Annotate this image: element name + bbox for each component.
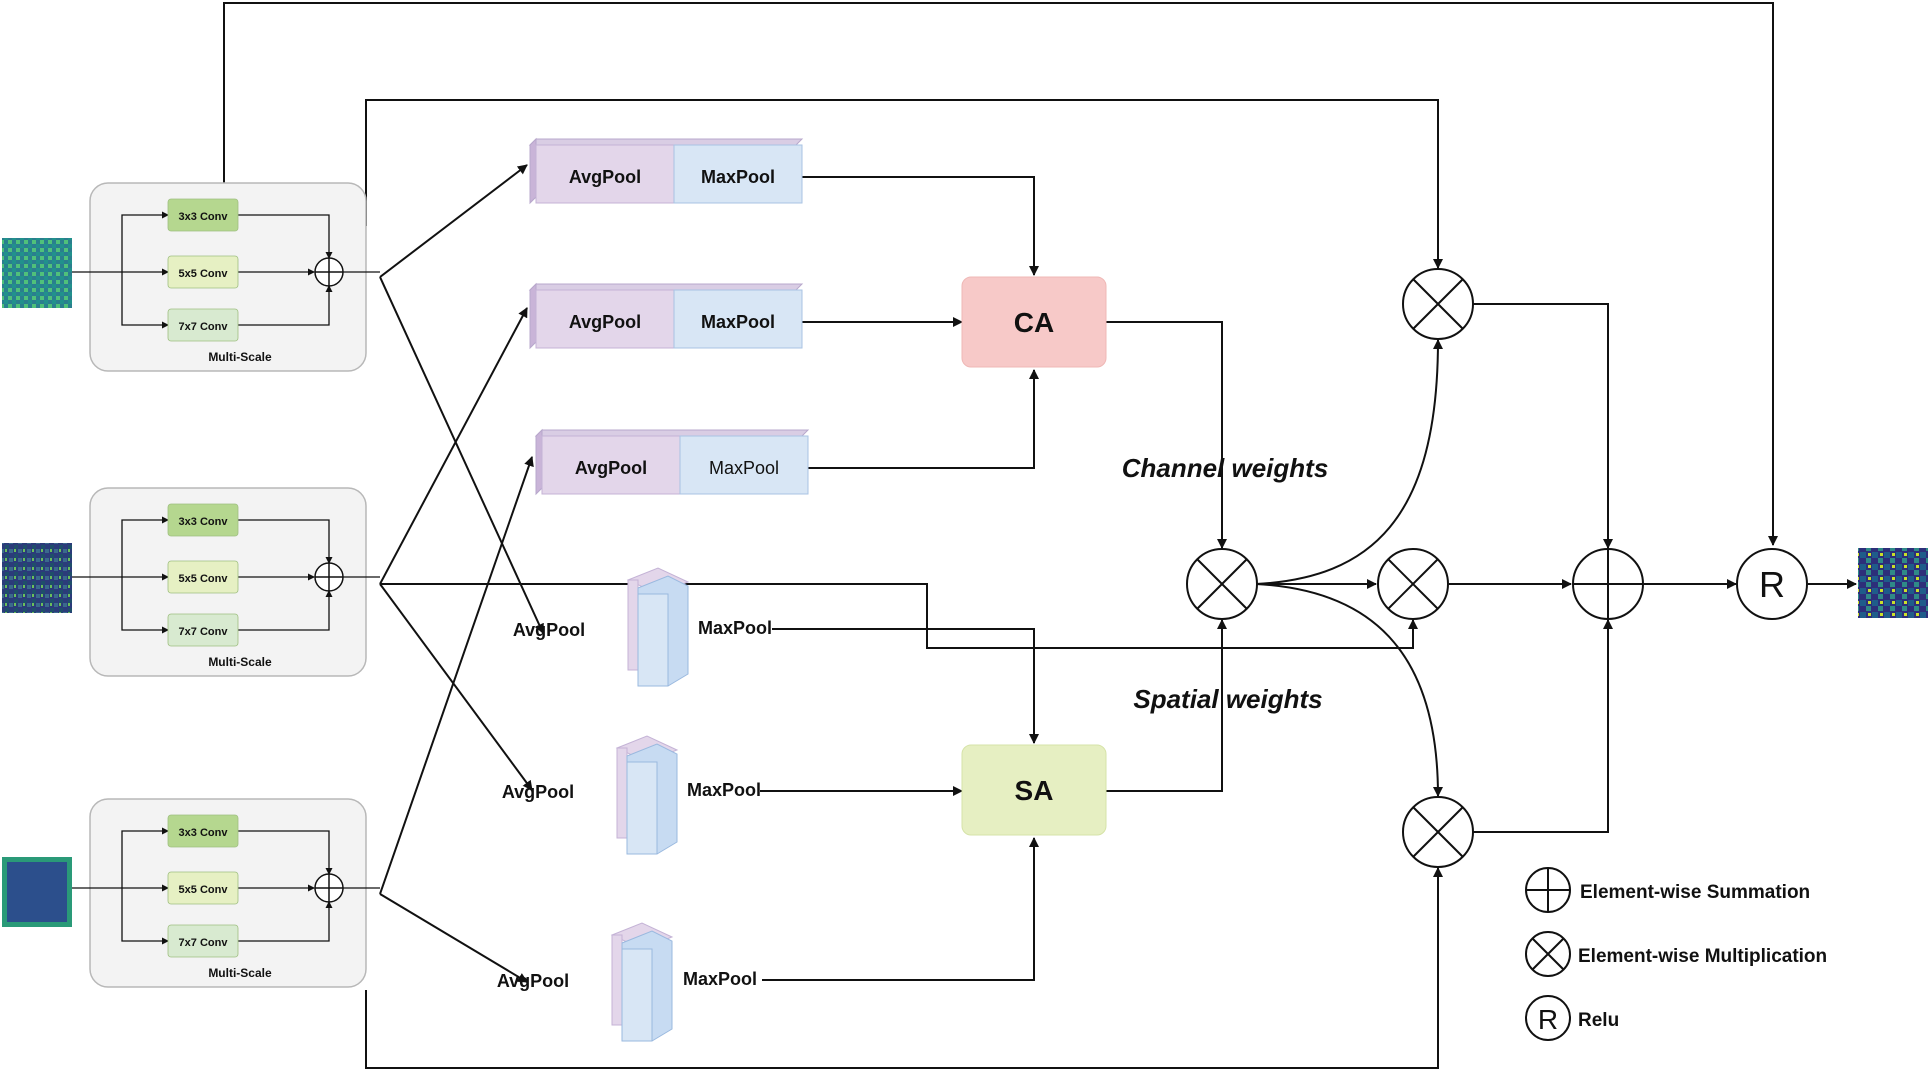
conv-label: 5x5 Conv bbox=[179, 573, 229, 585]
maxpool-label: MaxPool bbox=[698, 618, 772, 638]
conv-label: 7x7 Conv bbox=[179, 626, 229, 638]
spatial-weights-label: Spatial weights bbox=[1133, 684, 1322, 714]
maxpool-label: MaxPool bbox=[701, 167, 775, 187]
conv-box-5x5: 5x5 Conv bbox=[167, 560, 239, 594]
maxpool-label: MaxPool bbox=[687, 780, 761, 800]
input-feature-map-middle bbox=[2, 543, 72, 613]
conv-box-7x7: 7x7 Conv bbox=[167, 308, 239, 342]
svg-text:R: R bbox=[1538, 1004, 1558, 1035]
svg-text:R: R bbox=[1759, 564, 1785, 605]
block-sum-node bbox=[314, 873, 344, 903]
multiply-node-center bbox=[1186, 548, 1258, 620]
spatial-pool-slab-1: AvgPool MaxPool bbox=[513, 567, 772, 687]
legend-relu-label: Relu bbox=[1578, 1010, 1619, 1031]
multiscale-label: Multi-Scale bbox=[208, 966, 272, 980]
channel-pool-bar-3: AvgPool MaxPool bbox=[534, 428, 810, 496]
sum-node bbox=[1572, 548, 1644, 620]
avgpool-label: AvgPool bbox=[569, 312, 641, 332]
conv-label: 5x5 Conv bbox=[179, 884, 229, 896]
maxpool-label: MaxPool bbox=[683, 969, 757, 989]
legend-sum-label: Element-wise Summation bbox=[1580, 882, 1810, 903]
legend-sum-icon bbox=[1525, 867, 1571, 913]
spatial-pool-slab-2: AvgPool MaxPool bbox=[502, 735, 761, 855]
output-feature-map bbox=[1858, 548, 1928, 618]
legend-relu-icon: R bbox=[1525, 995, 1571, 1041]
relu-node: R bbox=[1736, 548, 1808, 620]
channel-weights-label: Channel weights bbox=[1122, 453, 1329, 483]
conv-label: 3x3 Conv bbox=[179, 827, 229, 839]
channel-pool-bar-2: AvgPool MaxPool bbox=[528, 282, 804, 350]
avgpool-label: AvgPool bbox=[513, 620, 585, 640]
conv-label: 5x5 Conv bbox=[179, 268, 229, 280]
sa-label: SA bbox=[1015, 775, 1054, 806]
spatial-pool-slab-3: AvgPool MaxPool bbox=[497, 922, 757, 1042]
ca-label: CA bbox=[1014, 307, 1054, 338]
conv-label: 7x7 Conv bbox=[179, 937, 229, 949]
conv-box-5x5: 5x5 Conv bbox=[167, 871, 239, 905]
input-feature-map-bottom bbox=[2, 857, 72, 927]
avgpool-label: AvgPool bbox=[569, 167, 641, 187]
conv-box-3x3: 3x3 Conv bbox=[167, 814, 239, 848]
conv-box-3x3: 3x3 Conv bbox=[167, 198, 239, 232]
input-feature-map-top bbox=[2, 238, 72, 308]
maxpool-label: MaxPool bbox=[701, 312, 775, 332]
maxpool-label: MaxPool bbox=[709, 458, 779, 478]
multiply-node-middle bbox=[1377, 548, 1449, 620]
avgpool-label: AvgPool bbox=[497, 971, 569, 991]
conv-box-7x7: 7x7 Conv bbox=[167, 613, 239, 647]
legend-multiply-icon bbox=[1525, 931, 1571, 977]
multiscale-label: Multi-Scale bbox=[208, 350, 272, 364]
ca-module: CA bbox=[961, 276, 1107, 368]
block-sum-node bbox=[314, 562, 344, 592]
legend-multiply-label: Element-wise Multiplication bbox=[1578, 946, 1827, 967]
channel-pool-bar-1: AvgPool MaxPool bbox=[528, 137, 804, 205]
conv-label: 3x3 Conv bbox=[179, 516, 229, 528]
avgpool-label: AvgPool bbox=[575, 458, 647, 478]
multiscale-label: Multi-Scale bbox=[208, 655, 272, 669]
conv-label: 3x3 Conv bbox=[179, 211, 229, 223]
multiply-node-bottom bbox=[1402, 796, 1474, 868]
conv-box-5x5: 5x5 Conv bbox=[167, 255, 239, 289]
multiply-node-top bbox=[1402, 268, 1474, 340]
conv-label: 7x7 Conv bbox=[179, 321, 229, 333]
block-sum-node bbox=[314, 257, 344, 287]
sa-module: SA bbox=[961, 744, 1107, 836]
connector-lines bbox=[223, 2, 1857, 1069]
conv-box-7x7: 7x7 Conv bbox=[167, 924, 239, 958]
avgpool-label: AvgPool bbox=[502, 782, 574, 802]
conv-box-3x3: 3x3 Conv bbox=[167, 503, 239, 537]
legend: Element-wise Summation Element-wise Mult… bbox=[1525, 867, 1827, 1041]
